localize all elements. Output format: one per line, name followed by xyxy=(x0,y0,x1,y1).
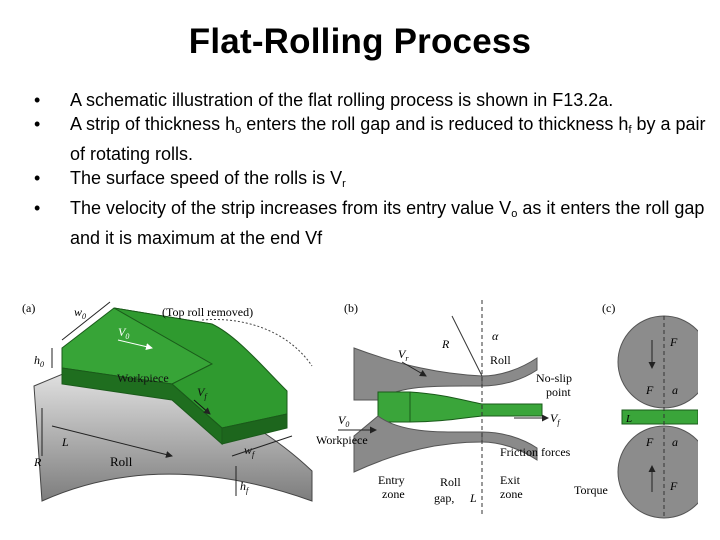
label-noslip-2: point xyxy=(546,385,571,399)
slide-title: Flat-Rolling Process xyxy=(188,22,532,61)
bullet-text: A strip of thickness h xyxy=(70,114,236,134)
bullet-text: A schematic illustration of the flat rol… xyxy=(70,90,614,110)
label-a: a xyxy=(672,383,678,397)
label-vf: Vf xyxy=(197,385,208,401)
label-F-mid2: F xyxy=(645,435,654,449)
label-noslip-1: No-slip xyxy=(536,371,572,385)
label-w0: w0 xyxy=(74,305,86,321)
label-roll-b: Roll xyxy=(490,353,511,367)
bullet-item: A strip of thickness ho enters the roll … xyxy=(28,112,708,166)
label-L: L xyxy=(61,435,69,449)
label-alpha: α xyxy=(492,329,499,343)
rolling-figure: (a) (Top roll removed) w0 V0 h0 Workpiec… xyxy=(22,300,698,519)
label-entry-2: zone xyxy=(382,487,405,501)
label-F-mid1: F xyxy=(645,383,654,397)
label-F-bot: F xyxy=(669,479,678,493)
top-roll-c xyxy=(617,315,698,409)
label-exit-2: zone xyxy=(500,487,523,501)
panel-c-tag: (c) xyxy=(602,301,615,315)
bullet-item: A schematic illustration of the flat rol… xyxy=(28,88,708,112)
label-workpiece-b: Workpiece xyxy=(316,433,368,447)
panel-a: (a) (Top roll removed) w0 V0 h0 Workpiec… xyxy=(22,301,313,502)
strip-b-entry xyxy=(377,391,411,423)
subscript: r xyxy=(342,178,346,190)
label-vr: Vr xyxy=(398,347,409,363)
label-roll-a: Roll xyxy=(110,454,133,469)
top-roll-note: (Top roll removed) xyxy=(162,305,253,319)
label-torque: Torque xyxy=(574,483,608,497)
label-wf: wf xyxy=(244,443,256,459)
bullet-text: as it enters the roll gap and it is maxi… xyxy=(70,198,705,248)
label-a2: a xyxy=(672,435,678,449)
bottom-roll-c xyxy=(617,425,698,519)
subscript: f xyxy=(628,124,632,136)
label-F-top: F xyxy=(669,335,678,349)
panel-c: (c) F F a L F a F Torque xyxy=(574,301,698,519)
bullet-text: by a pair of rotating rolls. xyxy=(70,114,706,164)
label-R: R xyxy=(33,455,42,469)
bullet-item: The velocity of the strip increases from… xyxy=(28,196,708,250)
label-exit-1: Exit xyxy=(500,473,521,487)
subscript: o xyxy=(511,208,518,220)
strip-c xyxy=(621,409,698,425)
label-v0: V0 xyxy=(118,325,129,341)
panel-a-tag: (a) xyxy=(22,301,35,315)
label-gap-L: L xyxy=(469,491,477,505)
label-R-b: R xyxy=(441,337,450,351)
label-hf: hf xyxy=(240,479,250,495)
bullet-item: The surface speed of the rolls is Vr xyxy=(28,166,708,196)
label-entry-1: Entry xyxy=(378,473,405,487)
label-v0-b: V0 xyxy=(338,413,349,429)
label-gap-2: gap, xyxy=(434,491,454,505)
bullet-text: The velocity of the strip increases from… xyxy=(70,198,512,218)
bullet-text: The surface speed of the rolls is V xyxy=(70,168,343,188)
label-workpiece: Workpiece xyxy=(117,371,169,385)
label-gap-1: Roll xyxy=(440,475,461,489)
label-L-c: L xyxy=(625,413,632,425)
bullet-text: enters the roll gap and is reduced to th… xyxy=(241,114,629,134)
label-h0: h0 xyxy=(34,353,44,369)
label-vf-b: Vf xyxy=(550,411,561,427)
label-friction: Friction forces xyxy=(500,445,571,459)
bottom-roll-b xyxy=(353,415,483,473)
panel-b: (b) R α Vr Roll No-slip point V0 Vf Work… xyxy=(316,300,572,516)
panel-b-tag: (b) xyxy=(344,301,358,315)
subscript: o xyxy=(235,124,242,136)
bullet-list: A schematic illustration of the flat rol… xyxy=(28,88,708,250)
